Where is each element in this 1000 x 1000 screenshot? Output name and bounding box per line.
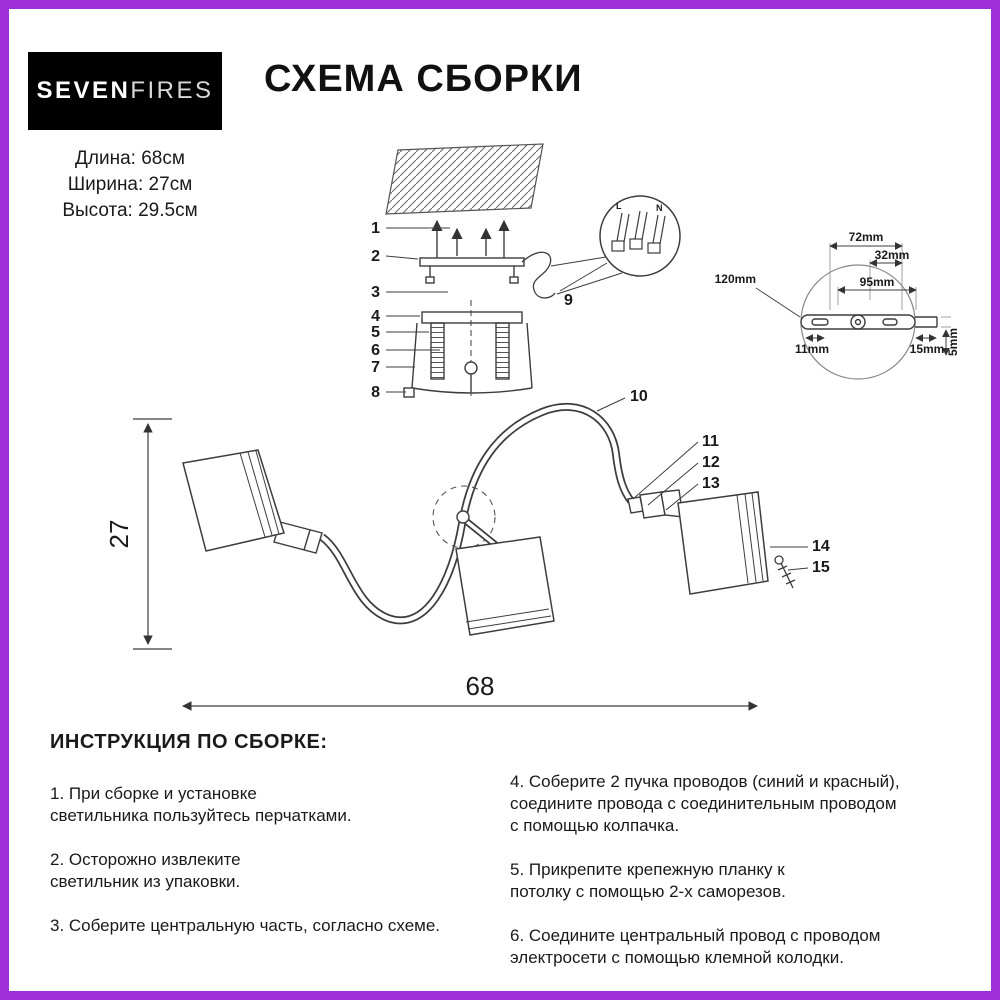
instructions-heading: ИНСТРУКЦИЯ ПО СБОРКЕ: (50, 731, 328, 753)
part-label-15: 15 (812, 559, 830, 576)
dim-120mm: 120mm (715, 272, 756, 286)
instructions-left-column: 1. При сборке и установке светильника по… (50, 783, 500, 959)
instruction-step-4: 4. Соберите 2 пучка проводов (синий и кр… (510, 772, 900, 835)
spec-length: Длина: 68см (75, 148, 185, 169)
part-label-9: 9 (564, 292, 573, 309)
height-label: 27 (104, 520, 134, 549)
instruction-step-5: 5. Прикрепите крепежную планку к потолку… (510, 860, 786, 901)
wire-label-n: N (656, 203, 663, 213)
page-title: СХЕМА СБОРКИ (264, 58, 583, 100)
dim-11mm: 11mm (795, 342, 829, 356)
wires (521, 251, 556, 299)
part-label-7: 7 (371, 359, 380, 376)
part-label-3: 3 (371, 284, 380, 301)
part-label-5: 5 (371, 324, 380, 341)
part-label-8: 8 (371, 384, 380, 401)
part-label-12: 12 (702, 454, 720, 471)
part-numbers-lamp: 10 11 12 13 14 15 (630, 388, 830, 576)
product-dimensions: Длина: 68см Ширина: 27см Высота: 29.5см (30, 146, 230, 224)
width-dimension: 68 (182, 671, 758, 711)
part-label-6: 6 (371, 342, 380, 359)
dim-15mm: 15mm (910, 342, 945, 356)
ceiling-hatch (385, 143, 544, 215)
instruction-step-1: 1. При сборке и установке светильника по… (50, 784, 352, 825)
part-numbers-top: 1 2 3 4 5 6 7 8 9 (371, 220, 573, 401)
lamp-sockets (273, 489, 684, 554)
part-leaders-lamp (596, 397, 809, 571)
width-label: 68 (466, 671, 495, 701)
part-label-11: 11 (702, 433, 719, 450)
wire-label-l: L (616, 201, 622, 211)
bracket-detail: 72mm 32mm 95mm 120mm 11mm 15mm 5mm (715, 230, 960, 380)
mounting-bar (419, 257, 525, 284)
part-label-1: 1 (371, 220, 380, 237)
part-label-13: 13 (702, 475, 720, 492)
canopy-assembly (403, 300, 533, 400)
dim-95mm: 95mm (860, 275, 895, 289)
instruction-step-3: 3. Соберите центральную часть, согласно … (50, 916, 441, 935)
instruction-step-6: 6. Соедините центральный провод с провод… (510, 926, 881, 967)
dim-72mm: 72mm (849, 230, 884, 244)
part-label-10: 10 (630, 388, 648, 405)
part-leaders-top (385, 227, 608, 393)
spec-height: Высота: 29.5см (62, 200, 198, 221)
screw (774, 555, 796, 589)
brand-name-seven: SEVEN (36, 77, 131, 104)
part-label-2: 2 (371, 248, 380, 265)
lamp-shades (182, 449, 769, 636)
brand-name-fires: FIRES (130, 77, 214, 104)
instructions-right-column: 4. Соберите 2 пучка проводов (синий и кр… (510, 771, 980, 991)
part-label-14: 14 (812, 538, 830, 555)
spec-width: Ширина: 27см (67, 174, 193, 195)
mounting-screws (431, 219, 510, 258)
part-label-4: 4 (371, 308, 380, 325)
dim-5mm: 5mm (946, 328, 960, 356)
dim-32mm: 32mm (875, 248, 910, 262)
instruction-step-2: 2. Осторожно извлеките светильник из упа… (50, 850, 241, 891)
wire-detail-circle: L N (550, 195, 681, 295)
height-dimension: 27 (104, 418, 172, 650)
